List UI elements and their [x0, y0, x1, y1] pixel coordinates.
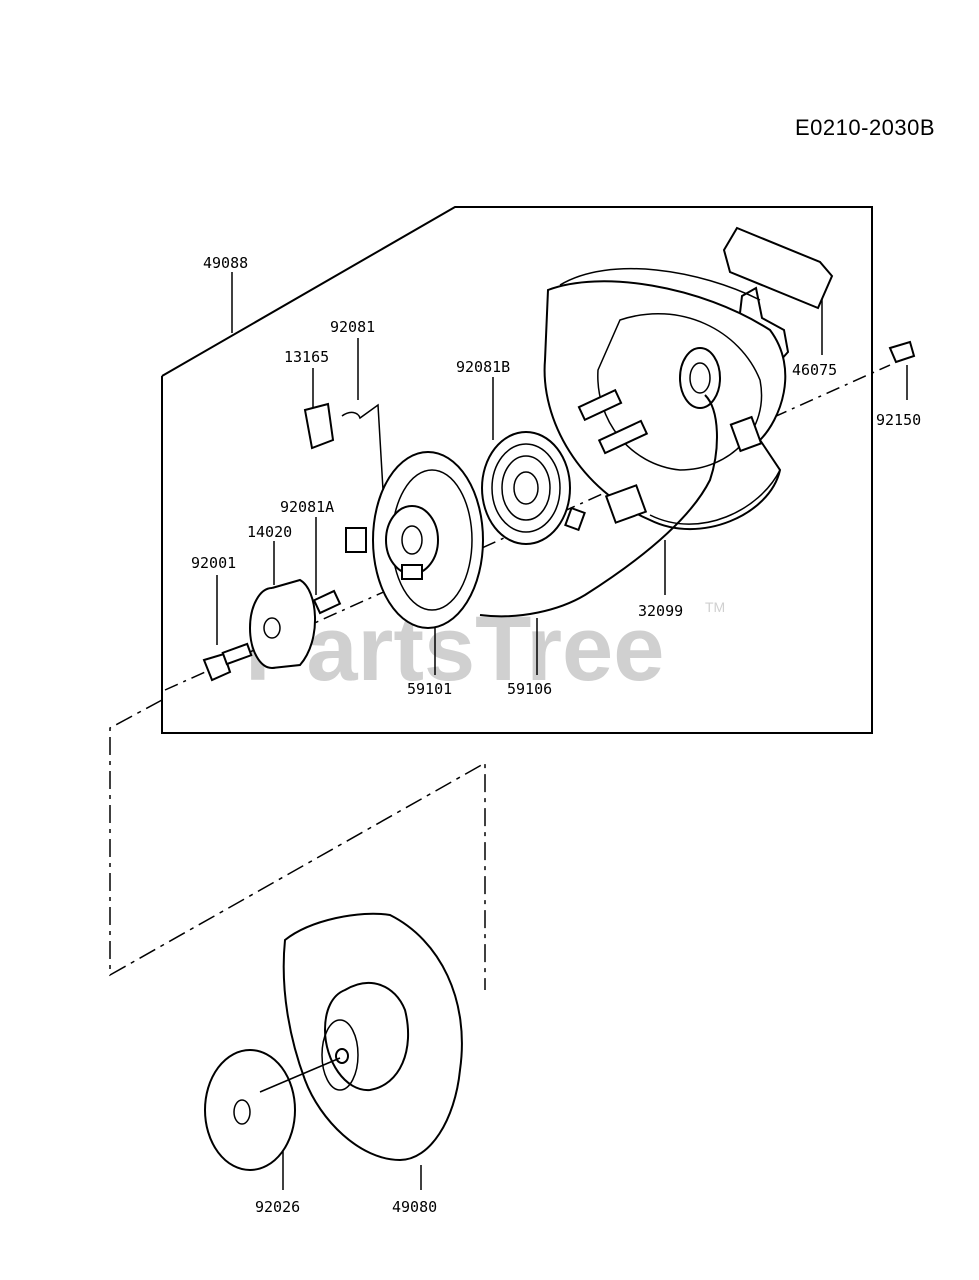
- washer-plate: [204, 1049, 296, 1171]
- label-49080: 49080: [392, 1198, 437, 1216]
- part-labels: 49088 92081 13165 92081B 46075 92150 920…: [191, 254, 921, 1216]
- lower-axis-line: [259, 1057, 341, 1093]
- watermark-trademark: TM: [705, 599, 725, 615]
- link-upper-to-lower: [109, 699, 486, 990]
- label-92026: 92026: [255, 1198, 300, 1216]
- drum-collar: [249, 578, 317, 669]
- leader-lines: [216, 272, 908, 1190]
- starter-rope: [479, 394, 718, 618]
- reel-pulley: [345, 451, 484, 629]
- label-92081b: 92081B: [456, 358, 510, 376]
- label-92081: 92081: [330, 318, 375, 336]
- label-92001: 92001: [191, 554, 236, 572]
- label-32099: 32099: [638, 602, 683, 620]
- label-92081a: 92081A: [280, 498, 334, 516]
- recoil-spring: [481, 431, 586, 545]
- diagram-code: E0210-2030B: [795, 115, 936, 140]
- label-49088: 49088: [203, 254, 248, 272]
- ratchet-pawl: [303, 402, 335, 450]
- center-spring: [312, 589, 342, 615]
- assembly-frame: [161, 206, 873, 734]
- label-13165: 13165: [284, 348, 329, 366]
- starter-cup: [282, 912, 463, 1162]
- bolt: [202, 642, 253, 682]
- label-92150: 92150: [876, 411, 921, 429]
- mounting-screw: [888, 340, 916, 364]
- ratchet-spring: [341, 403, 384, 491]
- label-14020: 14020: [247, 523, 292, 541]
- label-59101: 59101: [407, 680, 452, 698]
- label-59106: 59106: [507, 680, 552, 698]
- label-46075: 46075: [792, 361, 837, 379]
- starter-housing: [543, 267, 787, 530]
